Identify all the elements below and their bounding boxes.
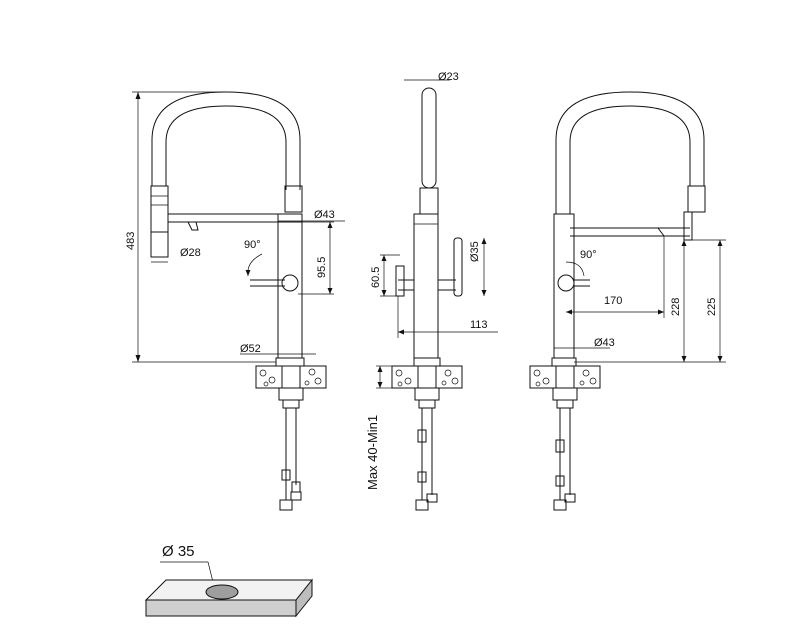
height-total-label: 483 [125,232,137,250]
handle-reach-label: 170 [604,295,622,307]
outlet-height-label: 225 [706,298,718,316]
side-view: Ø23 Ø35 60.5 113 [365,71,498,511]
side-height-label: 60.5 [370,267,382,288]
body-diameter-label: Ø43 [314,209,335,221]
spout-diameter-label: Ø28 [180,247,201,259]
top-diameter-label: Ø23 [438,71,459,83]
spout-height-label: 228 [670,298,682,316]
angle-side-label: 90° [580,249,597,261]
front-view: 483 Ø28 Ø43 95.5 90° Ø52 [125,91,345,511]
right-view: 90° 170 228 225 Ø43 [529,91,726,511]
angle-front-label: 90° [244,239,261,251]
handle-diameter-label: Ø35 [469,241,481,262]
countertop-hole-diagram: Ø 35 [144,543,314,618]
handle-height-label: 95.5 [316,257,328,278]
deck-thickness-label: Max 40-Min1 [365,415,380,490]
base-diameter-label: Ø52 [240,343,261,355]
body-diameter-right-label: Ø43 [594,337,615,349]
reach-label: 113 [470,319,488,331]
hole-diameter-label: Ø 35 [162,543,195,560]
